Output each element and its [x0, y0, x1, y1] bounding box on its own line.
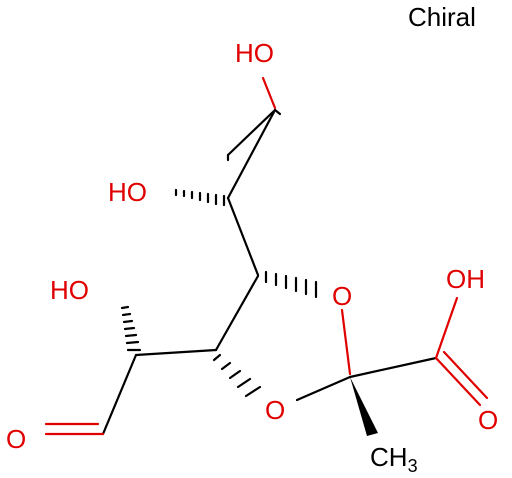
atom-label-methyl: CH3: [370, 442, 418, 476]
bond-cooh-o-2: [442, 350, 489, 400]
atom-label-o-aldehyde: O: [6, 424, 26, 454]
bond-choh-c4: [226, 196, 260, 277]
hashed-bond-c5-o: [212, 353, 262, 398]
bond-ch2-choh: [226, 108, 277, 200]
chiral-label: Chiral: [408, 2, 476, 32]
atom-label-o-carbonyl: O: [478, 405, 498, 435]
hashed-bond-c-ho-lower: [120, 305, 142, 352]
atom-label-oh-acid: OH: [446, 264, 485, 294]
hashed-bond-c4-o: [264, 270, 318, 299]
atom-label-oh-left: HO: [108, 177, 147, 207]
methyl-ch: CH: [370, 442, 408, 472]
atom-label-oh-side: HO: [50, 275, 89, 305]
bond-c5-choh: [134, 348, 218, 357]
bond-choh-cho: [101, 353, 138, 436]
bond-cooh-oh: [434, 296, 459, 360]
bond-cquat-olower: [295, 375, 352, 402]
atom-label-o-ring-upper: O: [332, 281, 352, 311]
atom-label-o-ring-lower: O: [265, 395, 285, 425]
bond-cooh-o-1: [434, 356, 482, 407]
hashed-bond-c-ho-upper: [174, 188, 226, 207]
bond-oupper-cquat: [340, 308, 352, 376]
methyl-subscript: 3: [408, 456, 418, 476]
bond-ch2-c1: [226, 108, 277, 157]
bond-c4-c5: [214, 274, 260, 352]
bond-ho-ch2: [261, 76, 277, 110]
atom-label-oh-top: HO: [235, 38, 274, 68]
bond-cquat-cooh: [348, 356, 438, 379]
wedge-bond-cquat-methyl: [350, 377, 378, 436]
